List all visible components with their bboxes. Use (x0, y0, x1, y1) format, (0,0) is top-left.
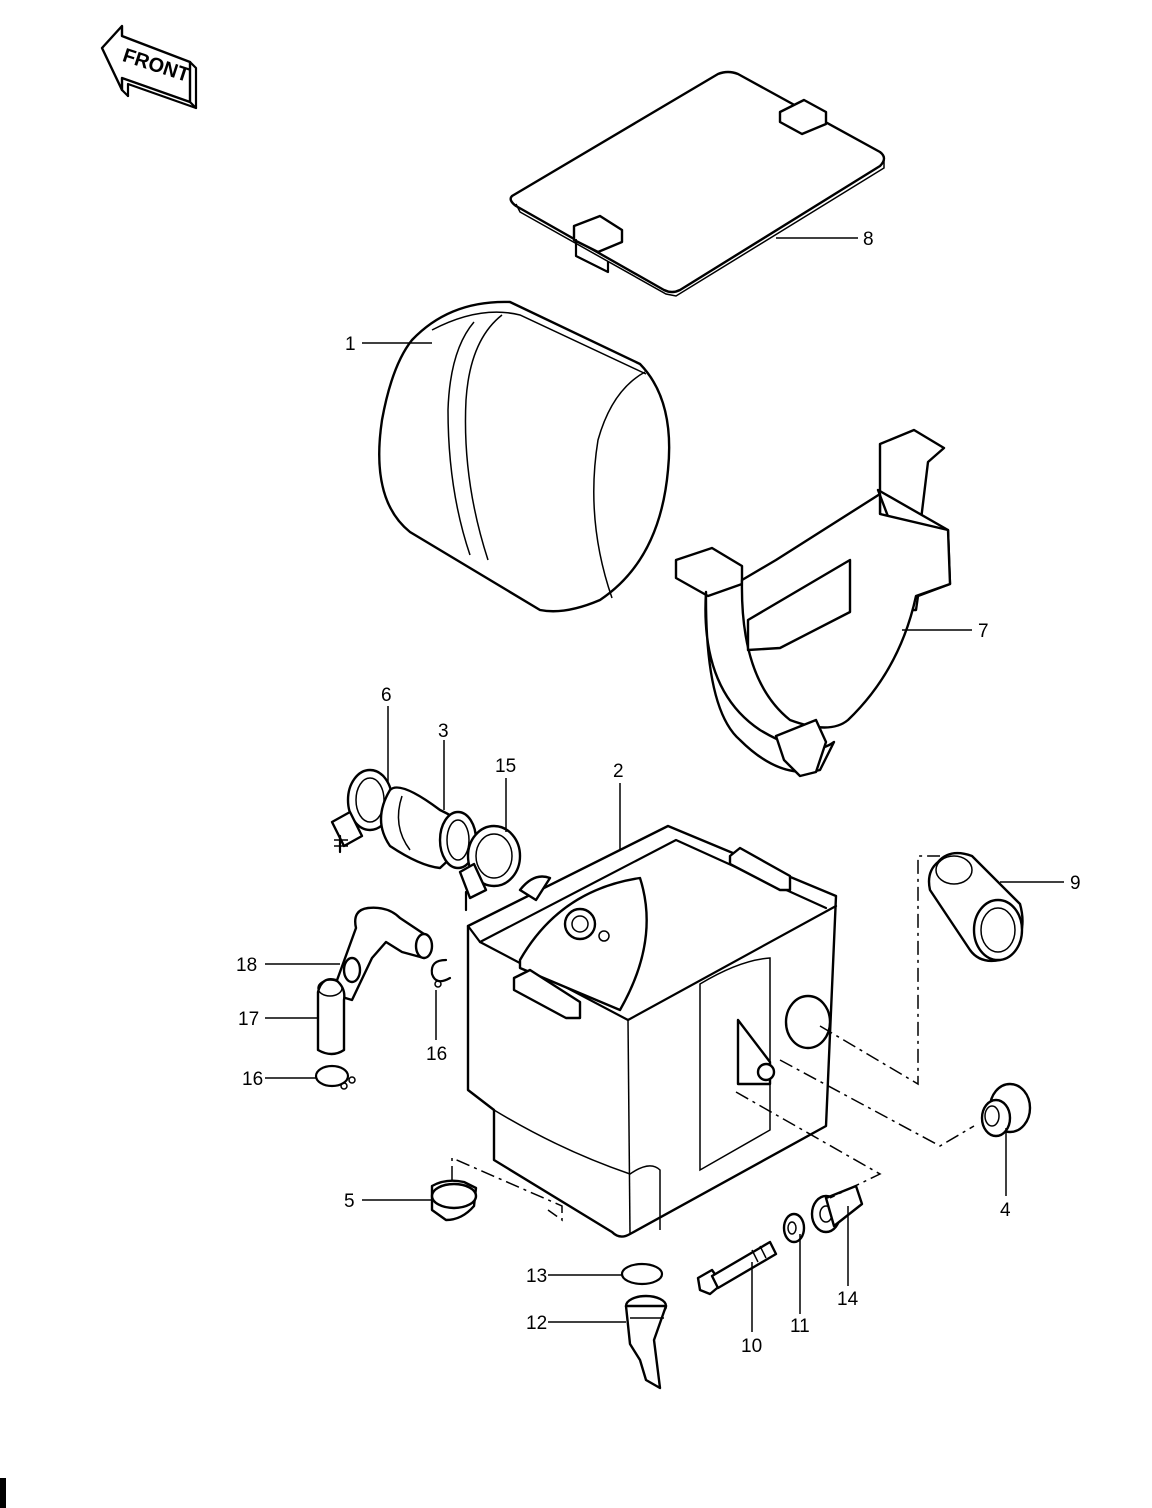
leader-lines (265, 237, 1064, 1332)
drain-plug (430, 1179, 478, 1222)
callout-15: 15 (495, 756, 516, 777)
bolt (696, 1240, 778, 1296)
cover-plate (509, 70, 886, 297)
filter-element (378, 300, 671, 613)
callout-16-right: 16 (426, 1044, 447, 1065)
washer (782, 1212, 806, 1244)
callout-7: 7 (978, 621, 989, 642)
callout-14: 14 (837, 1289, 859, 1310)
callout-labels: 1 2 3 4 5 6 7 8 9 10 11 12 13 14 15 16 1… (236, 229, 1081, 1357)
callout-10: 10 (741, 1336, 762, 1357)
outlet-duct (927, 851, 1024, 963)
callout-11: 11 (790, 1316, 810, 1337)
callout-6: 6 (381, 685, 392, 706)
callout-16-left: 16 (242, 1069, 263, 1090)
collar (810, 1184, 864, 1234)
o-ring (620, 1262, 664, 1286)
grommet (980, 1082, 1032, 1138)
breather-hose (316, 906, 434, 1056)
drain-cap (624, 1294, 668, 1390)
callout-3: 3 (438, 721, 449, 742)
assembly-lines (451, 855, 975, 1222)
callout-13: 13 (526, 1266, 547, 1287)
air-cleaner-case (466, 824, 838, 1238)
hose-clip-upper (430, 958, 452, 988)
callout-18: 18 (236, 955, 257, 976)
callout-12: 12 (526, 1313, 547, 1334)
clamp-small (458, 824, 552, 912)
callout-5: 5 (344, 1191, 355, 1212)
front-arrow-icon: FRONT (100, 24, 198, 110)
callout-17: 17 (238, 1009, 259, 1030)
callout-4: 4 (1000, 1200, 1011, 1221)
edge-mark (0, 1478, 6, 1508)
callout-2: 2 (613, 761, 624, 782)
hose-clip-lower (314, 1064, 356, 1090)
callout-9: 9 (1070, 873, 1081, 894)
intake-duct-joint (379, 786, 478, 870)
element-holder-bracket (674, 428, 952, 778)
callout-8: 8 (863, 229, 874, 250)
callout-1: 1 (345, 334, 356, 355)
